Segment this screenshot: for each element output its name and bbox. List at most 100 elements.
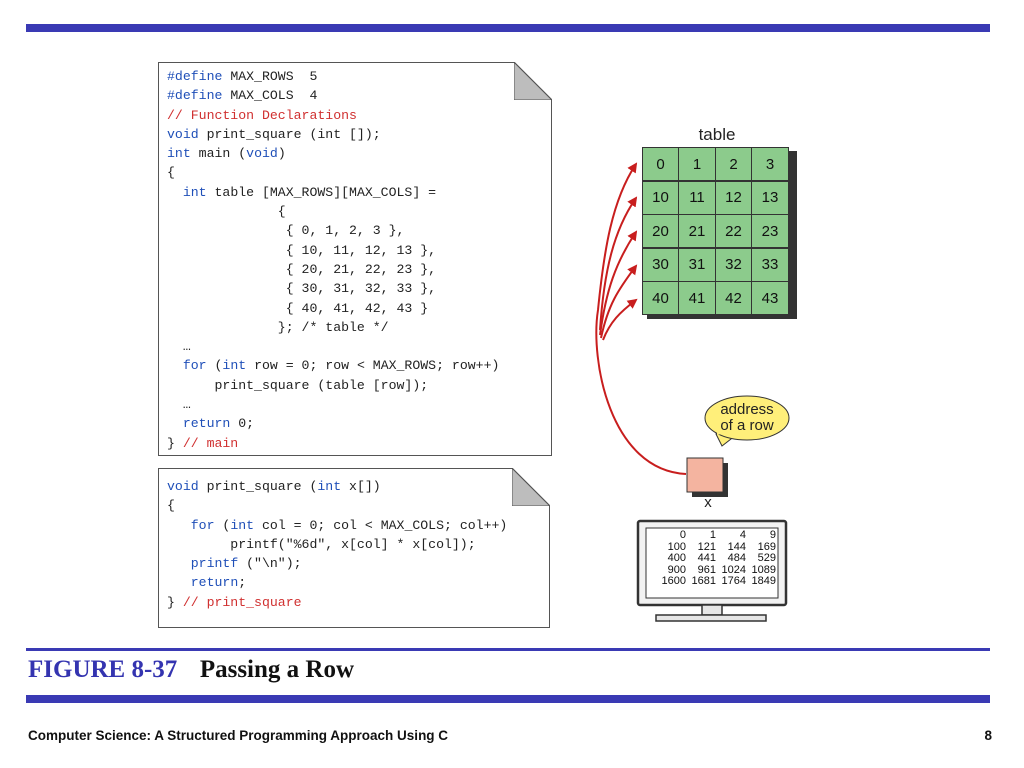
main-code-line: { 20, 21, 22, 23 }, xyxy=(167,262,436,277)
table-cell: 12 xyxy=(715,180,752,215)
code-keyword: #define xyxy=(167,69,223,84)
code-keyword: #define xyxy=(167,88,223,104)
code-text: { 10, 11, 12, 13 }, xyxy=(167,242,437,258)
row-arrow-2 xyxy=(599,230,638,336)
output-value: 9 xyxy=(769,529,776,541)
main-code-line: // Function Declarations xyxy=(167,108,357,123)
main-code-line: { 40, 41, 42, 43 } xyxy=(167,301,428,316)
footer-page-number: 8 xyxy=(984,728,992,743)
output-value: 961 xyxy=(697,563,716,576)
callout-line-1: address xyxy=(720,401,774,418)
function-code-line: void print_square (int x[]) xyxy=(167,479,381,494)
function-code-line: printf ("\n"); xyxy=(167,556,302,571)
callout-text: address of a row xyxy=(705,402,789,434)
code-text: { xyxy=(167,204,286,220)
main-code-line: { 10, 11, 12, 13 }, xyxy=(167,243,436,258)
code-keyword: int xyxy=(317,479,342,494)
output-value: 169 xyxy=(757,540,776,553)
code-keyword: int xyxy=(182,184,207,200)
table-cell: 42 xyxy=(715,281,752,316)
page-fold-icon xyxy=(512,468,550,506)
table-cell: 11 xyxy=(678,180,716,215)
main-code-line: return 0; xyxy=(167,416,254,431)
page-fold-icon xyxy=(514,62,552,100)
code-text: main ( xyxy=(190,146,247,162)
code-text: x[]) xyxy=(341,479,381,494)
output-value: 441 xyxy=(697,552,716,564)
code-comment: // print_square xyxy=(182,594,302,610)
code-text: … xyxy=(167,339,191,355)
main-code-line: for (int row = 0; row < MAX_ROWS; row++) xyxy=(167,358,500,374)
output-value: 1681 xyxy=(691,575,716,587)
figure-caption: FIGURE 8-37 Passing a Row xyxy=(28,656,354,684)
footer-book-title: Computer Science: A Structured Programmi… xyxy=(28,728,449,743)
main-code-line: { 30, 31, 32, 33 }, xyxy=(167,281,436,296)
function-code: void print_square (int x[]) { for (int c… xyxy=(167,477,507,612)
code-keyword: printf xyxy=(190,556,239,572)
code-keyword: return xyxy=(190,575,239,591)
output-value: 144 xyxy=(727,540,746,553)
code-text: } xyxy=(167,435,183,451)
function-code-line: return; xyxy=(167,575,246,590)
code-keyword: int xyxy=(167,146,191,162)
top-rule xyxy=(26,24,990,32)
code-text: ) xyxy=(277,146,286,162)
code-text: { 0, 1, 2, 3 }, xyxy=(167,223,405,239)
function-code-card: void print_square (int x[]) { for (int c… xyxy=(158,468,550,628)
main-code-card: #define MAX_ROWS 5 #define MAX_COLS 4 //… xyxy=(158,62,552,456)
main-code-line: #define MAX_COLS 4 xyxy=(167,88,317,103)
code-text: { xyxy=(167,165,175,181)
function-code-line: printf("%6d", x[col] * x[col]); xyxy=(167,536,476,552)
output-value: 1024 xyxy=(721,563,746,576)
row-arrow-0 xyxy=(595,162,687,475)
code-text: printf("%6d", x[col] * x[col]); xyxy=(167,536,476,552)
main-code-line: #define MAX_ROWS 5 xyxy=(167,69,317,84)
code-keyword: int xyxy=(230,517,255,533)
output-value: 0 xyxy=(679,529,686,541)
table-cell: 1 xyxy=(678,147,716,181)
table-cell: 43 xyxy=(751,281,789,316)
main-code-line: … xyxy=(167,339,191,354)
main-code-line: }; /* table */ xyxy=(167,320,389,335)
table-cell: 3 xyxy=(751,147,789,181)
code-text: row = 0; row < MAX_ROWS; row++) xyxy=(246,358,500,374)
table-cell: 33 xyxy=(751,247,789,282)
code-text: { xyxy=(167,498,175,514)
row-arrow-1 xyxy=(599,196,638,331)
output-value: 900 xyxy=(667,563,686,576)
main-code-line: } // main xyxy=(167,436,238,451)
function-code-line: } // print_square xyxy=(167,595,302,610)
main-code-line: { xyxy=(167,165,175,180)
function-code-line: { xyxy=(167,498,175,513)
output-value: 1600 xyxy=(661,575,686,587)
main-code-line: { 0, 1, 2, 3 }, xyxy=(167,223,405,239)
output-value: 4 xyxy=(739,529,746,541)
callout-line-2: of a row xyxy=(720,417,774,434)
table-cell: 23 xyxy=(751,214,789,249)
main-code-line: { xyxy=(167,204,286,219)
code-text: ("\n"); xyxy=(238,556,302,572)
table-cell: 30 xyxy=(642,247,679,282)
code-text: { 30, 31, 32, 33 }, xyxy=(167,281,437,297)
output-value: 484 xyxy=(727,552,746,564)
code-keyword: void xyxy=(167,126,199,142)
table-cell: 20 xyxy=(642,214,679,249)
address-callout xyxy=(704,395,790,447)
figure-title: Passing a Row xyxy=(199,656,354,683)
table-label: table xyxy=(698,125,736,144)
code-text: { 20, 21, 22, 23 }, xyxy=(167,261,437,277)
main-code-line: void print_square (int []); xyxy=(167,127,381,142)
code-text: MAX_ROWS 5 xyxy=(222,69,318,84)
code-keyword: int xyxy=(222,358,247,374)
output-value: 100 xyxy=(667,540,686,553)
main-code-line: int main (void) xyxy=(167,146,286,161)
code-keyword: for xyxy=(182,358,207,374)
output-value: 400 xyxy=(667,552,686,564)
code-keyword: void xyxy=(167,479,199,494)
code-text: }; /* table */ xyxy=(167,319,389,335)
monitor-icon xyxy=(636,519,788,622)
code-text: print_square (table [row]); xyxy=(167,377,429,393)
